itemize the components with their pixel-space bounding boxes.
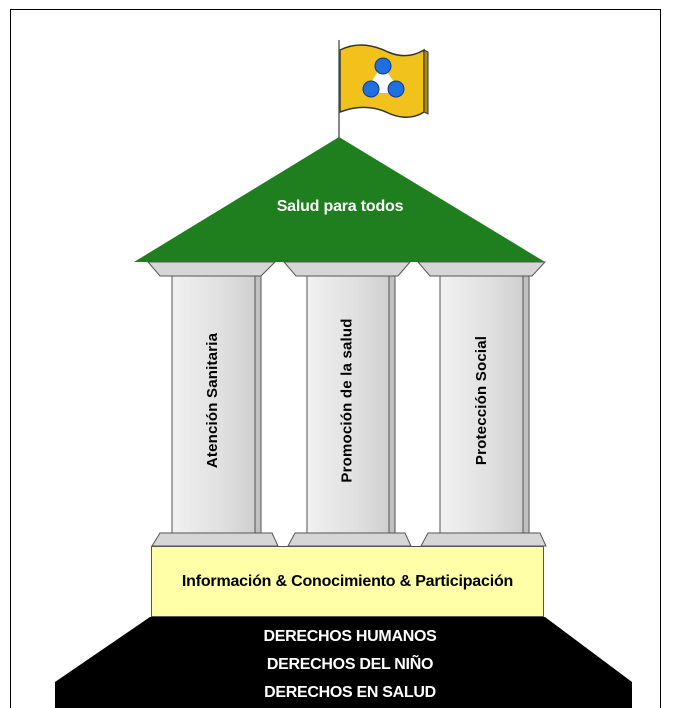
pillar-2-shape <box>282 261 412 547</box>
pillar-3-label: Protección Social <box>473 335 491 465</box>
flag-icon <box>339 44 429 118</box>
pillar-1-label-box: Atención Sanitaria <box>193 250 233 550</box>
diagram-frame <box>10 9 661 708</box>
three-circles-logo-icon <box>362 57 405 98</box>
base-line-3: DERECHOS EN SALUD <box>264 684 436 701</box>
base-line-2: DERECHOS DEL NIÑO <box>266 656 434 673</box>
roof-title: Salud para todos <box>276 198 404 215</box>
foundation-band: Información & Conocimiento & Participaci… <box>151 546 544 617</box>
base-step-shape <box>55 617 632 708</box>
roof-triangle <box>134 137 545 262</box>
pillar-1-shape <box>146 261 279 547</box>
base-line-1: DERECHOS HUMANOS <box>263 628 437 645</box>
pillar-3-label-box: Protección Social <box>462 250 502 550</box>
foundation-band-label: Información & Conocimiento & Participaci… <box>181 572 514 590</box>
pillar-3-shape <box>416 261 547 547</box>
pillar-2-label-box: Promoción de la salud <box>327 250 367 550</box>
pillar-1-label: Atención Sanitaria <box>204 332 222 468</box>
pillar-2-label: Promoción de la salud <box>338 317 356 483</box>
